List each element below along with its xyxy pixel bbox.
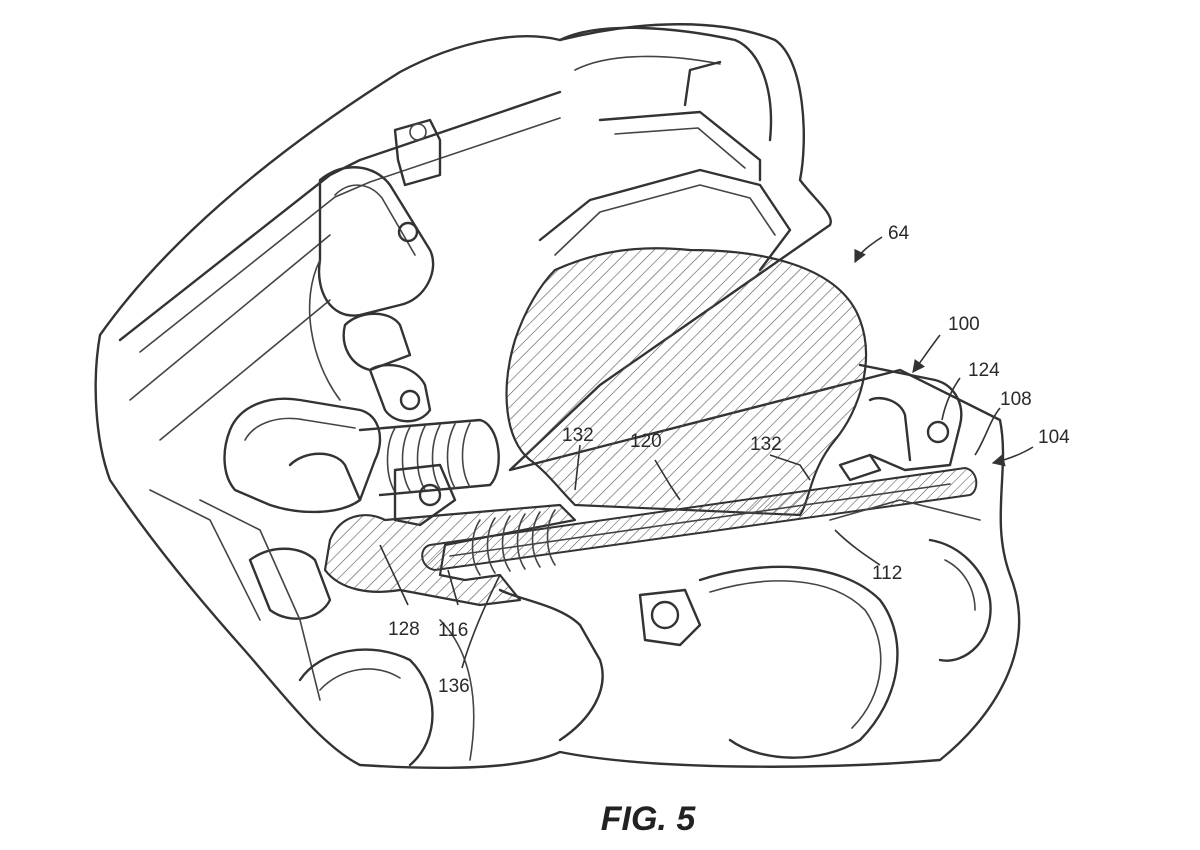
label-124: 124 <box>968 360 1000 381</box>
figure-caption: FIG. 5 <box>601 800 697 838</box>
left-mechanism <box>223 397 500 527</box>
label-128: 128 <box>388 619 420 640</box>
spring-136 <box>471 509 556 576</box>
label-108: 108 <box>1000 389 1032 410</box>
label-100: 100 <box>948 314 980 335</box>
left-bracket <box>308 118 442 423</box>
label-116: 116 <box>438 620 468 641</box>
sleeve-128 <box>323 503 577 607</box>
leader-lines <box>379 236 1034 669</box>
lower-mechanism <box>149 489 992 767</box>
label-132-left: 132 <box>562 425 594 446</box>
label-112: 112 <box>872 563 902 584</box>
label-120: 120 <box>630 431 662 452</box>
sectioned-body-64 <box>505 247 868 517</box>
housing-outline <box>94 23 1021 770</box>
label-104: 104 <box>1038 427 1070 448</box>
label-132-right: 132 <box>750 434 782 455</box>
right-block-124 <box>838 363 963 482</box>
upper-frame <box>118 26 792 441</box>
label-64: 64 <box>888 223 910 244</box>
label-136: 136 <box>438 676 470 697</box>
